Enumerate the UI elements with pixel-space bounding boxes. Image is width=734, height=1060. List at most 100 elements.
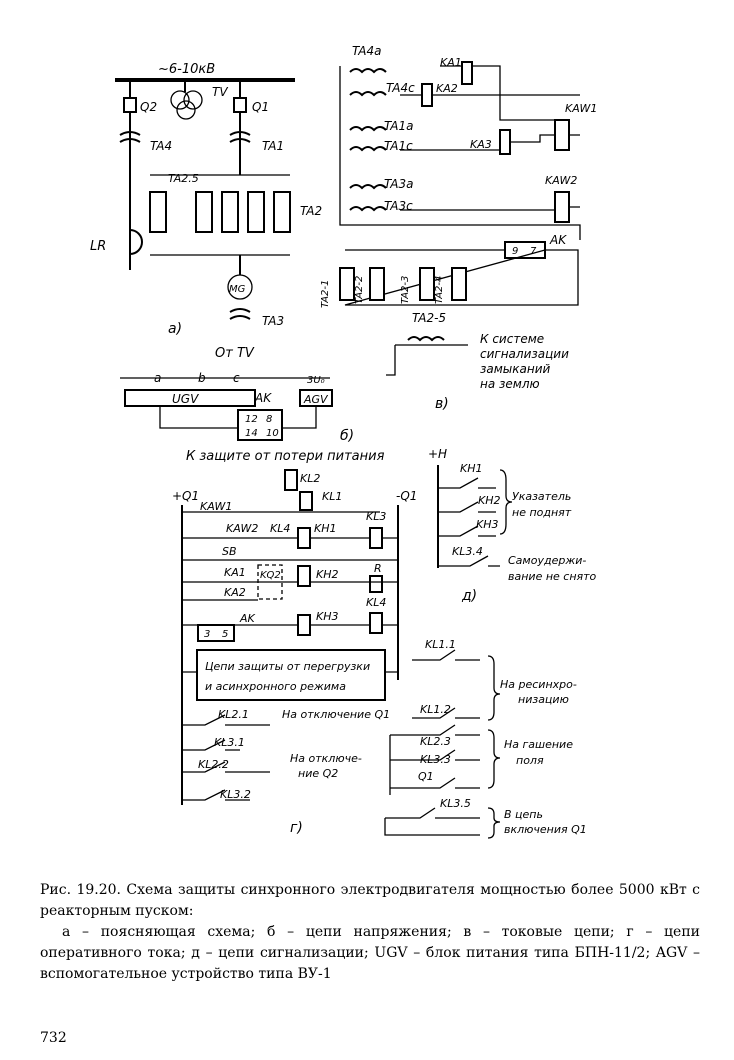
ak-v-label: AK [549, 233, 567, 247]
power-loss-header: К защите от потери питания [186, 449, 385, 464]
kaw2-label: KAW2 [545, 174, 577, 187]
from-tv-label: От TV [215, 346, 255, 361]
ta3-label: TA3 [262, 314, 284, 328]
kl21-contact: KL2.1 [218, 708, 249, 721]
lr-label: LR [90, 239, 106, 254]
trip-q2-line-1: На отключе- [290, 752, 362, 765]
kh1-label: KH1 [314, 522, 336, 535]
kl22-contact: KL2.2 [198, 758, 229, 771]
ak-terminal-12: 12 [245, 414, 258, 425]
close-line-2: включения Q1 [504, 823, 587, 836]
u0-label: 3U₀ [307, 375, 325, 386]
scheme-b-tag: б) [340, 428, 354, 444]
flag-line-2: не поднят [512, 506, 572, 519]
kh3-label: KH3 [316, 610, 338, 623]
plus-h-label: +H [428, 447, 447, 461]
kaw1-contact: KAW1 [200, 500, 232, 513]
phase-c-label: c [233, 371, 240, 385]
scheme-d: +H KH1 KH2 KH3 Указатель не поднят KL3.4… [428, 447, 597, 604]
caption-title: Рис. 19.20. Схема защиты синхронного эле… [40, 882, 700, 919]
ak-terminal-10: 10 [266, 428, 279, 439]
ta4-label: TA4 [150, 139, 172, 153]
mg-label: MG [229, 284, 246, 295]
block-line-1: Цепи защиты от перегрузки [205, 660, 370, 673]
kl4-label: KL4 [366, 596, 386, 609]
ta3c-label: TA3c [384, 199, 413, 213]
ak-terminal-7: 7 [530, 246, 537, 257]
phase-a-label: a [154, 371, 161, 385]
kl3-label: KL3 [366, 510, 386, 523]
scheme-g-tag: г) [290, 820, 303, 836]
field-line-1: На гашение [504, 738, 573, 751]
ta1a-label: TA1a [384, 119, 413, 133]
note-line-4: на землю [480, 377, 540, 391]
q1-label: Q1 [252, 100, 269, 114]
ka2-contact: KA2 [224, 586, 246, 599]
figure-caption: Рис. 19.20. Схема защиты синхронного эле… [40, 880, 700, 985]
close-line-1: В цепь [504, 808, 543, 821]
schematic-diagram: ~6-10кВ TV Q2 TA4 Q1 TA1 TA2.5 TA2 [90, 44, 597, 839]
note-line-2: сигнализации [480, 347, 569, 361]
ta22-label: TA2-2 [354, 276, 365, 304]
hold-line-2: вание не снято [508, 570, 597, 583]
ak-g-contact: AK [239, 612, 256, 625]
scheme-a: ~6-10кВ TV Q2 TA4 Q1 TA1 TA2.5 TA2 [90, 62, 322, 337]
ta21-label: TA2-1 [320, 280, 331, 308]
kh3-d-contact: KH3 [476, 518, 498, 531]
ugv-label: UGV [172, 392, 199, 406]
ta2-label: TA2 [300, 204, 322, 218]
kl23-contact: KL2.3 [420, 735, 451, 748]
ta23-label: TA2-3 [400, 276, 411, 304]
ta2-transformers [149, 191, 291, 233]
ak-terminal-8: 8 [266, 414, 272, 425]
block-line-2: и асинхронного режима [205, 680, 346, 693]
kl34-contact: KL3.4 [452, 545, 483, 558]
ta1c-label: TA1c [384, 139, 413, 153]
tv-label: TV [212, 85, 228, 99]
kl2-label: KL2 [300, 472, 320, 485]
plus-q1-label: +Q1 [172, 489, 199, 503]
ka2-label: KA2 [436, 82, 458, 95]
ak-terminal-14: 14 [245, 428, 258, 439]
scheme-d-tag: д) [461, 588, 477, 604]
resync-line-2: низацию [518, 693, 569, 706]
scheme-g: К защите от потери питания KL2 KL1 +Q1 -… [172, 449, 587, 839]
ak-terminal-9: 9 [512, 246, 518, 257]
ak-g-terminal-5: 5 [222, 629, 228, 640]
minus-q1-label: -Q1 [396, 489, 417, 503]
phase-b-label: b [198, 371, 206, 385]
kh2-d-contact: KH2 [478, 494, 500, 507]
kq2-contact: KQ2 [260, 570, 281, 581]
ta4c-label: TA4c [386, 81, 415, 95]
resync-line-1: На ресинхро- [500, 678, 577, 691]
caption-legend: а – поясняющая схема; б – цепи напряжени… [40, 924, 700, 982]
ta1-label: TA1 [262, 139, 284, 153]
note-line-3: замыканий [480, 362, 551, 376]
ta4a-label: TA4a [352, 44, 381, 58]
kl4-contact: KL4 [270, 522, 290, 535]
kaw2-contact: KAW2 [226, 522, 258, 535]
ta3a-label: TA3a [384, 177, 413, 191]
agv-label: AGV [303, 393, 329, 406]
kh1-d-contact: KH1 [460, 462, 482, 475]
ta24-label: TA2-4 [434, 276, 445, 304]
ak-label: AK [254, 391, 272, 405]
kl31-contact: KL3.1 [214, 736, 245, 749]
trip-q2-line-2: ние Q2 [298, 767, 338, 780]
hold-line-1: Самоудержи- [508, 554, 586, 567]
note-line-1: К системе [480, 332, 544, 346]
q1-contact: Q1 [418, 770, 434, 783]
q2-label: Q2 [140, 100, 157, 114]
kl1-label: KL1 [322, 490, 342, 503]
ka3-label: KA3 [470, 138, 492, 151]
scheme-b: От TV a b c UGV AGV 3U₀ AK 12 8 14 10 б) [120, 346, 354, 444]
kl32-contact: KL3.2 [220, 788, 251, 801]
trip-q1-label: На отключение Q1 [282, 708, 390, 721]
page-number: 732 [40, 1030, 67, 1046]
kl35-contact: KL3.5 [440, 797, 471, 810]
flag-line-1: Указатель [512, 490, 571, 503]
kh2-label: KH2 [316, 568, 338, 581]
ta25-v-label: TA2-5 [412, 311, 446, 325]
kl11-contact: KL1.1 [425, 638, 456, 651]
kl12-contact: KL1.2 [420, 703, 451, 716]
